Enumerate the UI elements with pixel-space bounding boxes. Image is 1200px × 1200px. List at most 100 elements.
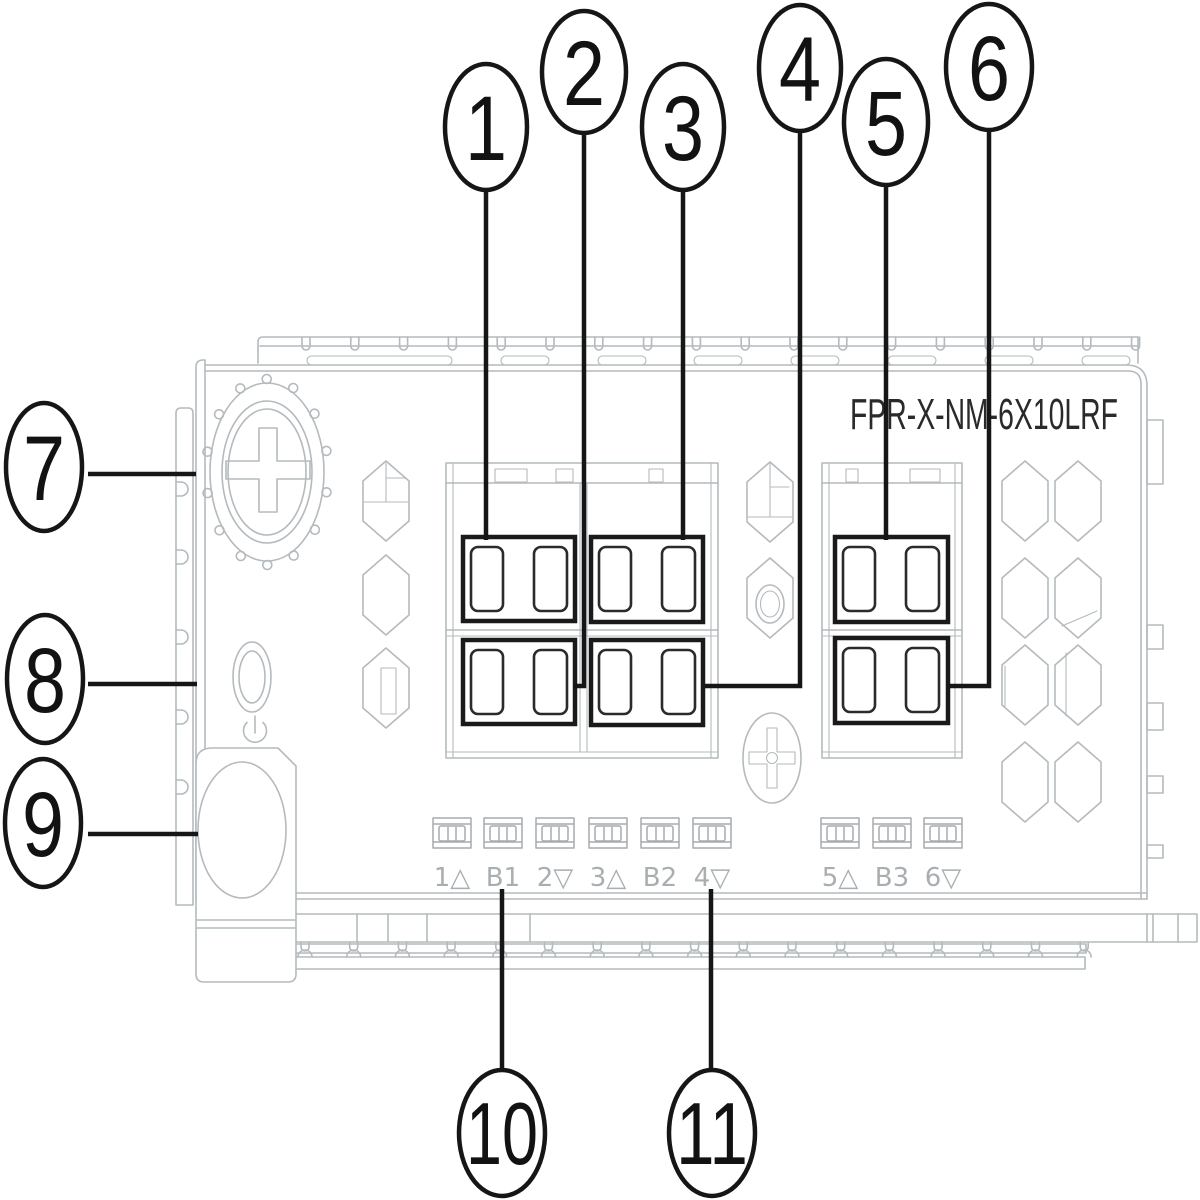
sfp-cage-port-1: [460, 534, 578, 624]
recess-tick: [494, 468, 528, 483]
module-panel: [195, 359, 1148, 900]
rail-tab: [597, 355, 647, 366]
port-led-indicator: [692, 817, 732, 849]
flange-outline: [175, 407, 194, 906]
sfp-ports: [460, 534, 951, 728]
port-label: 5△: [822, 863, 859, 893]
callout-6: 6: [943, 1, 1035, 133]
svg-text:3: 3: [662, 78, 704, 180]
port-led-indicator: [535, 817, 575, 849]
panel-outline-inner: [204, 370, 1142, 900]
callout-2: 2: [539, 8, 629, 136]
rail-cutout: [735, 949, 752, 958]
sfp-cage-port-5: [832, 534, 951, 625]
rail-notch: [838, 336, 848, 351]
callout-3: 3: [639, 61, 727, 193]
edge-tab: [1146, 844, 1164, 859]
vent-hexagon: [1001, 741, 1049, 823]
port-recess-right: [821, 462, 963, 759]
rail-tab: [693, 355, 743, 366]
recess-outline: [821, 462, 963, 759]
svg-text:11: 11: [676, 1084, 748, 1183]
vent-detail: [385, 462, 406, 503]
port-label: 6▽: [925, 863, 962, 893]
sfp-opening: [660, 648, 697, 716]
callout-8: 8: [4, 612, 86, 746]
rail-bump: [787, 941, 797, 952]
led-window: [646, 825, 674, 842]
sfp-opening: [469, 545, 505, 613]
svg-text:5: 5: [865, 73, 907, 175]
vent-hexagon: [1001, 644, 1049, 726]
captive-thumbscrew: [202, 373, 332, 571]
vent-hexagon: [1001, 460, 1049, 542]
vent-hexagon: [1054, 557, 1102, 639]
captive-ball: [755, 584, 785, 624]
recess-tick: [648, 468, 664, 483]
rail-cutout: [589, 949, 605, 958]
rail-bump: [1030, 941, 1041, 952]
led-window: [541, 825, 569, 842]
power-led-inner: [238, 650, 266, 704]
power-icon: [242, 715, 268, 744]
flange-notch: [175, 709, 189, 725]
rail-bump: [884, 941, 895, 952]
vent-grid: [362, 460, 1102, 823]
rail-cutout: [881, 949, 898, 958]
port-led-indicator: [588, 817, 628, 849]
ejector-lever: [195, 747, 297, 983]
rail-notch: [1082, 336, 1092, 351]
right-edge-tabs: [1146, 419, 1164, 859]
callout-line-2: [574, 134, 587, 689]
vent-detail: [1061, 610, 1098, 627]
port-label-row: 1△ B1 2▽ 3△ B2 4▽ 5△ B3 6▽: [434, 863, 962, 893]
led-window: [698, 825, 726, 842]
vent-hexagon: [1054, 460, 1102, 542]
rail-tab: [500, 355, 550, 366]
edge-tab: [1146, 419, 1164, 485]
flange-notch: [175, 779, 189, 795]
rail-notch: [398, 336, 409, 351]
svg-text:10: 10: [466, 1084, 538, 1183]
model-label: FPR-X-NM-6X10LRF: [850, 390, 1118, 439]
rail-cutout: [832, 949, 849, 958]
serration-bump: [261, 373, 273, 385]
rail-bump: [348, 941, 359, 952]
callouts: 1 2 3 4 5 6 7 8: [2, 1, 1035, 1199]
thumbscrew-ring: [221, 400, 313, 544]
rail-tab: [306, 355, 453, 366]
rail-notch: [301, 336, 311, 351]
sfp-opening: [532, 648, 569, 716]
callout-10: 10: [456, 1067, 548, 1199]
port-led-row: [432, 817, 963, 849]
svg-text:9: 9: [22, 774, 64, 876]
rail-bump: [592, 941, 602, 952]
led-outline: [483, 817, 523, 849]
serration-bump: [261, 559, 273, 571]
panel-outline: [204, 364, 1148, 900]
rail-bump: [982, 941, 992, 952]
sfp-cage-port-3: [588, 534, 706, 625]
edge-tab: [1146, 702, 1164, 731]
led-outline: [432, 817, 472, 849]
vent-hexagon: [1054, 644, 1102, 726]
rail-bump: [543, 941, 554, 952]
rail-cutout: [1027, 949, 1044, 958]
sfp-opening: [660, 545, 697, 613]
top-slide-rail: [257, 336, 1141, 366]
port-label: 1△: [434, 863, 471, 893]
port-led-indicator: [432, 817, 472, 849]
led-window: [594, 825, 622, 842]
rail-notch: [496, 336, 506, 351]
port-led-indicator: [872, 817, 912, 849]
led-outline: [588, 817, 628, 849]
rail-band: [295, 913, 1198, 943]
rail-cutout: [540, 949, 557, 958]
sfp-opening: [841, 646, 877, 714]
rail-cutout: [1076, 949, 1092, 958]
port-label: B2: [643, 863, 677, 893]
screw-head: [742, 712, 802, 804]
sfp-opening: [841, 545, 877, 613]
